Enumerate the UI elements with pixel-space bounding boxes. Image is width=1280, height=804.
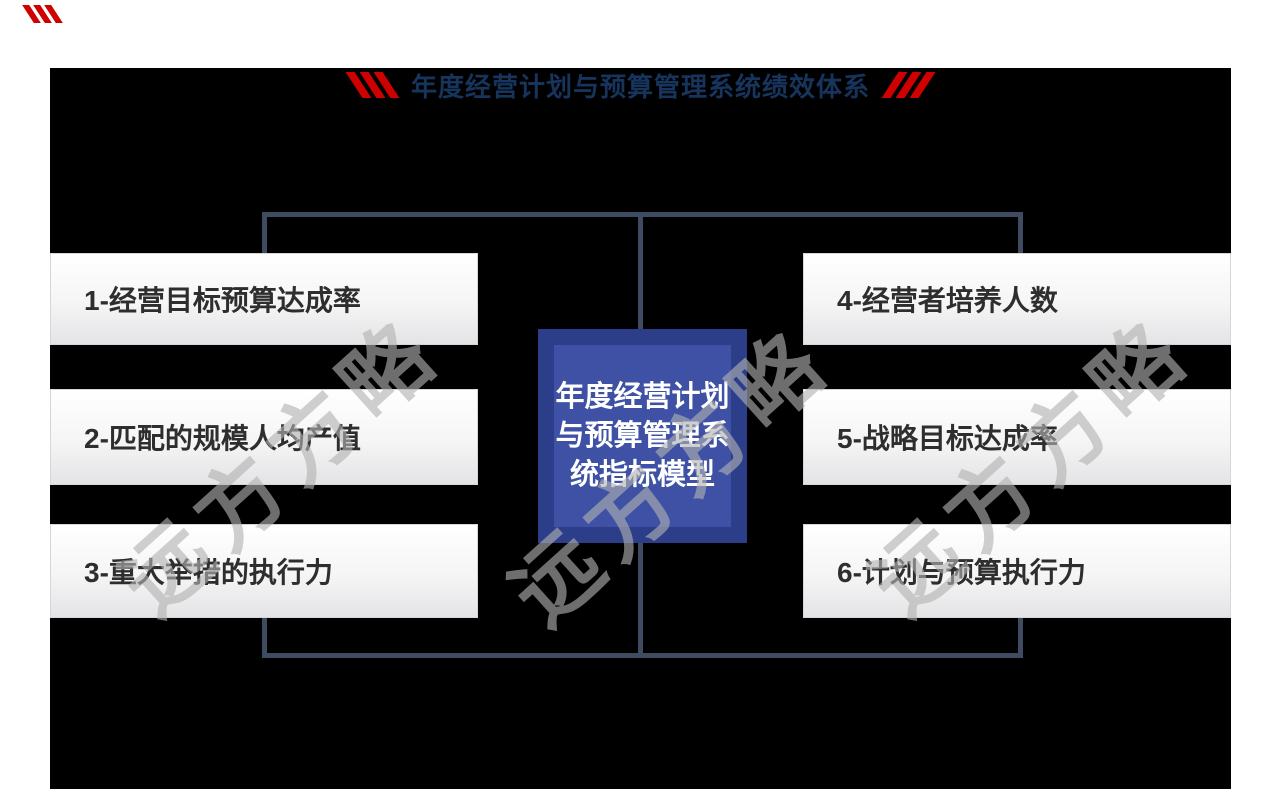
connector-left-vertical-bottom [262,616,267,658]
title-row: 年度经营计划与预算管理系统绩效体系 [50,68,1231,102]
center-model-text-line: 统指标模型 [569,458,715,491]
kpi-label: 5-战略目标达成率 [837,423,1058,454]
kpi-box-3: 3-重大举措的执行力 [50,524,478,618]
center-model-text-line: 与预算管理系 [555,419,730,452]
kpi-box-5: 5-战略目标达成率 [803,389,1231,485]
corner-slash-icon [22,5,63,23]
title-slash-left-icon [345,72,400,98]
page-title: 年度经营计划与预算管理系统绩效体系 [410,71,870,102]
kpi-box-2: 2-匹配的规模人均产值 [50,389,478,485]
kpi-box-1: 1-经营目标预算达成率 [50,253,478,345]
center-model-box: 年度经营计划 与预算管理系 统指标模型 [538,329,747,543]
kpi-label: 3-重大举措的执行力 [84,557,333,588]
connector-right-vertical-top [1018,212,1023,257]
center-model-inner: 年度经营计划 与预算管理系 统指标模型 [554,345,731,527]
connector-center-vertical-top [638,212,643,329]
kpi-label: 6-计划与预算执行力 [837,557,1086,588]
kpi-box-4: 4-经营者培养人数 [803,253,1231,345]
kpi-label: 4-经营者培养人数 [837,285,1058,316]
connector-left-vertical-top [262,212,267,257]
kpi-label: 2-匹配的规模人均产值 [84,423,361,454]
kpi-label: 1-经营目标预算达成率 [84,285,361,316]
center-model-text-line: 年度经营计划 [555,380,730,413]
diagram-panel: 年度经营计划与预算管理系统绩效体系 1-经营目标预算达成率 2-匹配的规模人均产… [50,68,1231,789]
connector-right-vertical-bottom [1018,616,1023,658]
title-slash-right-icon [881,72,936,98]
connector-center-vertical-bottom [638,543,643,658]
kpi-box-6: 6-计划与预算执行力 [803,524,1231,618]
